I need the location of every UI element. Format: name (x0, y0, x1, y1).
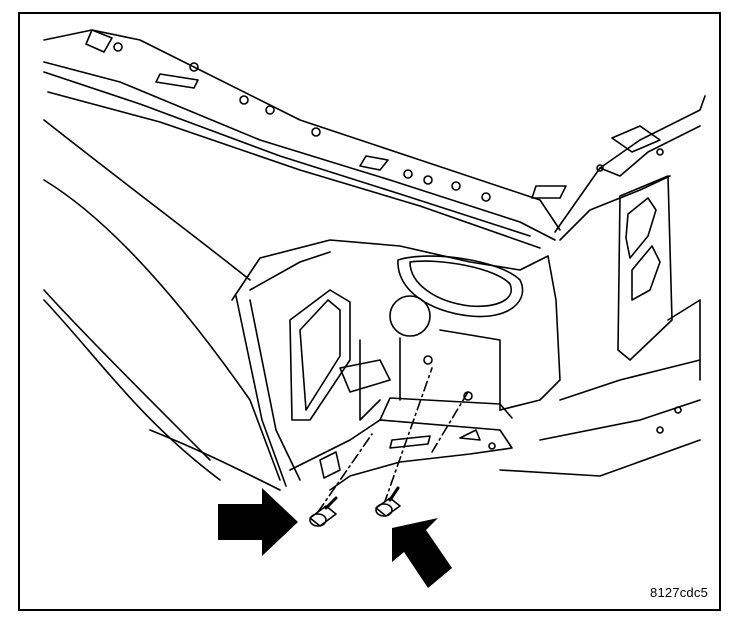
bolt-left (309, 496, 338, 527)
fastener-centerlines (317, 367, 469, 513)
arrow-right-icon (218, 488, 298, 556)
fender-panel (43, 119, 281, 491)
lower-bracket-plate (289, 397, 513, 491)
figure-id-label: 8127cdc5 (650, 585, 708, 600)
arrow-up-left-icon (392, 518, 452, 588)
diagram-frame (18, 12, 721, 611)
bolt-right (375, 486, 401, 517)
right-support-bracket (499, 95, 706, 477)
upper-rail (43, 29, 567, 249)
inner-wheelhouse (231, 239, 561, 487)
